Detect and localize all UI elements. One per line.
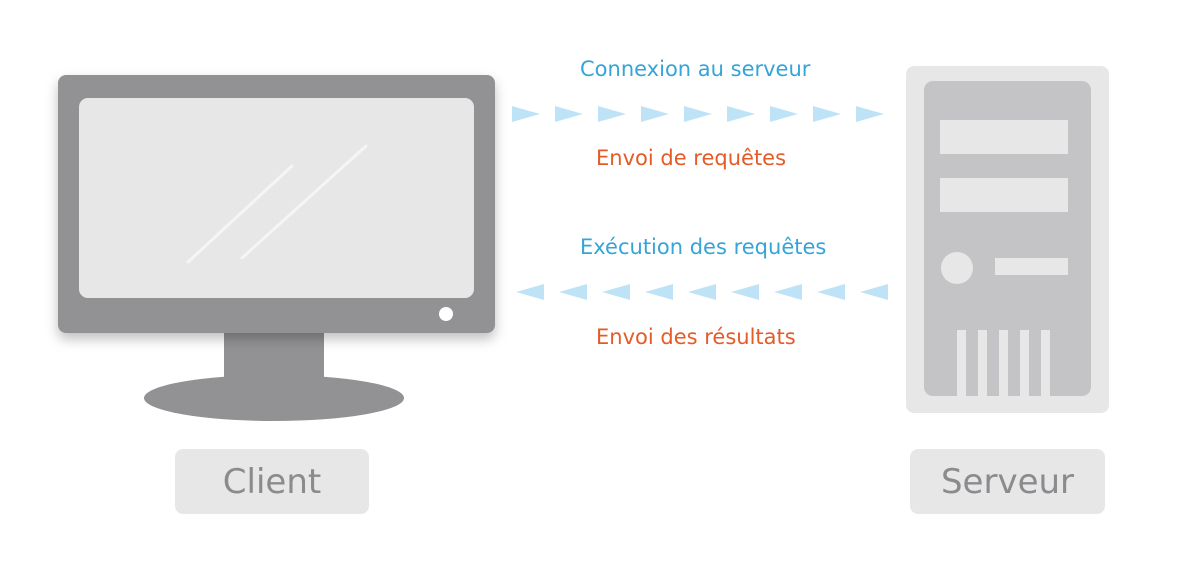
server-tower-icon: [906, 66, 1109, 413]
chevron-right-icon: [770, 106, 798, 122]
chevron-left-icon: [860, 284, 888, 300]
chevron-left-icon: [688, 284, 716, 300]
chevron-left-icon: [559, 284, 587, 300]
monitor-base: [144, 375, 404, 421]
power-led: [439, 307, 453, 321]
drive-bay: [940, 120, 1068, 154]
monitor-neck: [224, 326, 324, 384]
power-button-icon: [941, 252, 973, 284]
screen-glare: [186, 164, 294, 264]
arrow-chevrons-left: [516, 284, 888, 300]
chevron-left-icon: [774, 284, 802, 300]
chevron-right-icon: [813, 106, 841, 122]
chevron-right-icon: [727, 106, 755, 122]
chevron-right-icon: [684, 106, 712, 122]
monitor-icon: [58, 75, 495, 421]
chevron-right-icon: [856, 106, 884, 122]
backward-top-label: Exécution des requêtes: [580, 235, 827, 259]
chevron-right-icon: [512, 106, 540, 122]
server-label-text: Serveur: [940, 461, 1075, 502]
forward-top-label: Connexion au serveur: [580, 57, 811, 81]
chevron-left-icon: [817, 284, 845, 300]
client-label-text: Client: [222, 461, 322, 502]
server-case: [924, 81, 1091, 396]
forward-bottom-label: Envoi de requêtes: [596, 146, 787, 170]
vent-grille: [957, 330, 1050, 396]
server-label: Serveur: [910, 449, 1105, 514]
chevron-left-icon: [602, 284, 630, 300]
chevron-left-icon: [731, 284, 759, 300]
chevron-right-icon: [555, 106, 583, 122]
chevron-left-icon: [645, 284, 673, 300]
drive-bay: [940, 178, 1068, 212]
client-label: Client: [175, 449, 369, 514]
chevron-right-icon: [641, 106, 669, 122]
monitor-screen: [79, 98, 474, 298]
chevron-right-icon: [598, 106, 626, 122]
backward-bottom-label: Envoi des résultats: [596, 325, 796, 349]
screen-glare: [240, 144, 368, 260]
arrow-chevrons-right: [512, 106, 884, 122]
disk-slot: [995, 258, 1068, 275]
chevron-left-icon: [516, 284, 544, 300]
